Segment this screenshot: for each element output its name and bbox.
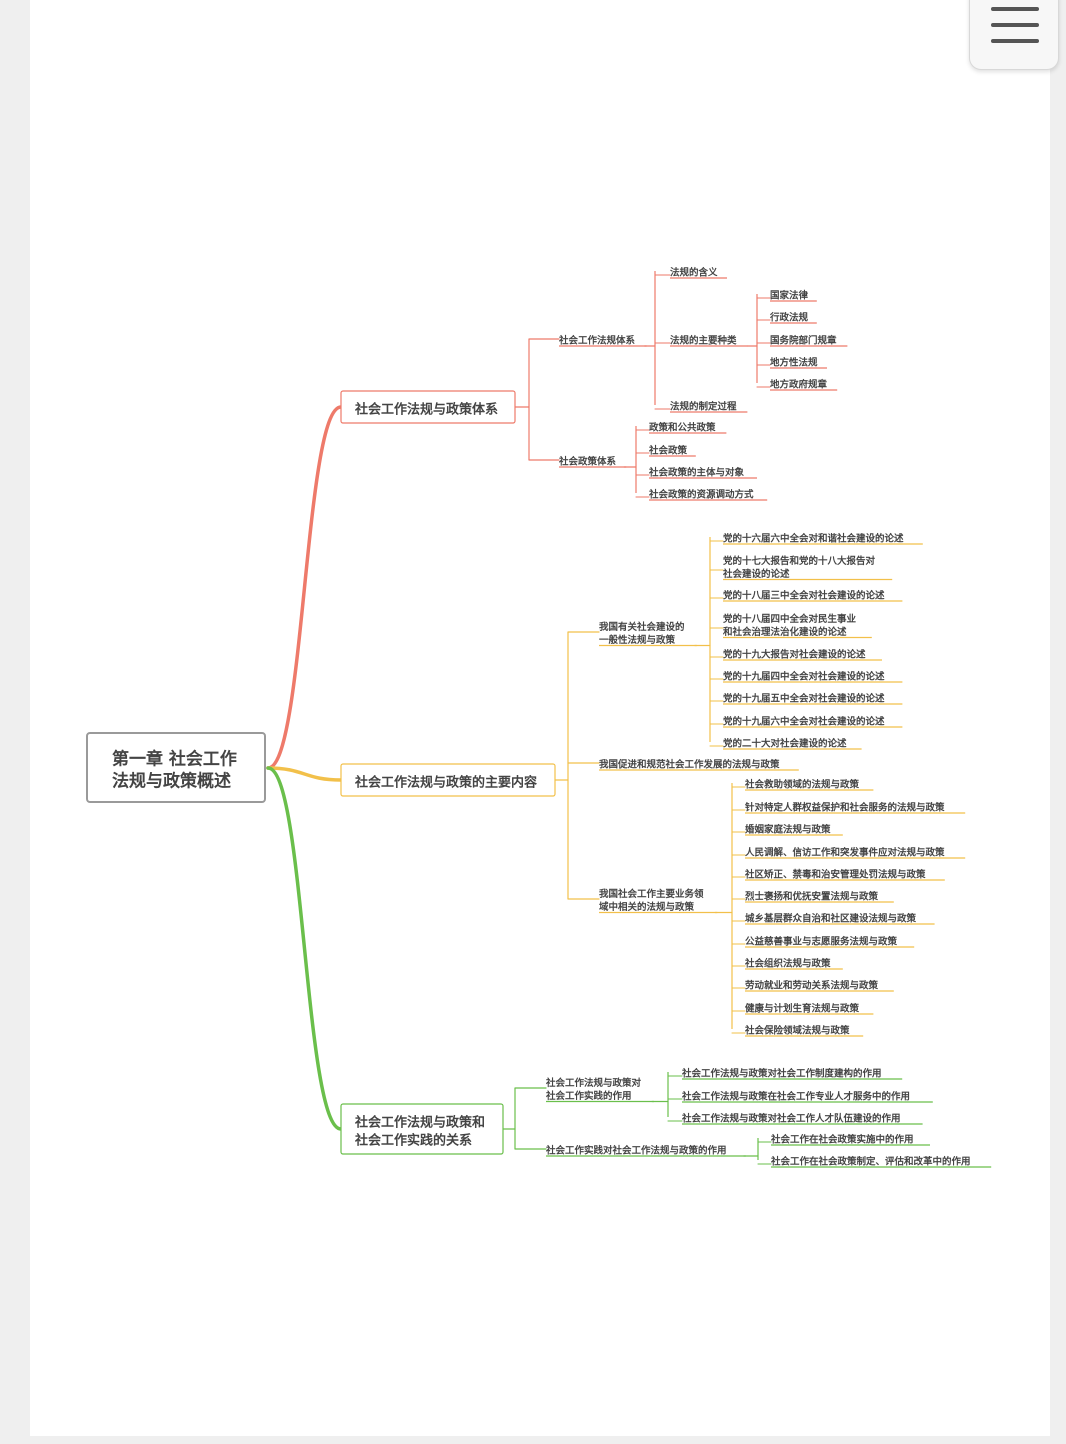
subtopic-label[interactable]: 公益慈善事业与志愿服务法规与政策	[745, 936, 898, 948]
subtopic-label[interactable]: 社会组织法规与政策	[744, 958, 831, 970]
root-to-branch-1-connector	[266, 405, 343, 770]
hamburger-menu-icon	[991, 7, 1039, 11]
leaf-label[interactable]: 国务院部门规章	[770, 335, 837, 347]
subtopic-label[interactable]: 社会工作法规与政策在社会工作专业人才服务中的作用	[681, 1091, 910, 1103]
root-to-branch-3-connector	[266, 766, 343, 1131]
hamburger-menu-icon-bar	[991, 39, 1039, 43]
leaf-label[interactable]: 行政法规	[769, 312, 809, 324]
branch-3-box[interactable]	[340, 1103, 504, 1155]
branch-1-label[interactable]: 社会工作法规与政策体系	[354, 401, 498, 417]
subtopic-label[interactable]: 法规的含义	[670, 267, 718, 279]
page-background	[30, 0, 1050, 1436]
branch-2-box[interactable]	[340, 763, 556, 797]
mind-map-connectors	[266, 271, 992, 1168]
subtopic-label[interactable]: 社会政策的资源调动方式	[648, 489, 754, 501]
subtopic-label[interactable]: 党的十八届三中全会对社会建设的论述	[723, 590, 885, 602]
leaf-label[interactable]: 国家法律	[770, 290, 809, 302]
subtopic-label[interactable]: 烈士褒扬和优抚安置法规与政策	[745, 891, 879, 903]
leaf-label[interactable]: 地方政府规章	[770, 379, 828, 391]
subtopic-label[interactable]: 社会保险领域法规与政策	[744, 1025, 850, 1037]
topic-label[interactable]: 我国促进和规范社会工作发展的法规与政策	[599, 759, 780, 771]
subtopic-label[interactable]: 婚姻家庭法规与政策	[744, 824, 831, 836]
subtopic-label[interactable]: 社区矫正、禁毒和治安管理处罚法规与政策	[744, 869, 926, 881]
topic-label[interactable]: 社会政策体系	[558, 456, 617, 468]
subtopic-label[interactable]: 党的十六届六中全会对和谐社会建设的论述	[723, 533, 904, 545]
subtopic-label[interactable]: 城乡基层群众自治和社区建设法规与政策	[745, 913, 917, 925]
hamburger-menu-icon-bar	[991, 23, 1039, 27]
subtopic-label[interactable]: 人民调解、信访工作和突发事件应对法规与政策	[745, 847, 945, 859]
menu-button[interactable]	[969, 0, 1059, 70]
subtopic-label[interactable]: 社会工作在社会政策制定、评估和改革中的作用	[770, 1156, 971, 1168]
topic-label[interactable]: 我国社会工作主要业务领域中相关的法规与政策	[599, 888, 704, 913]
subtopic-label[interactable]: 法规的主要种类	[670, 335, 737, 347]
leaf-label[interactable]: 地方性法规	[770, 357, 818, 369]
subtopic-label[interactable]: 社会工作法规与政策对社会工作人才队伍建设的作用	[681, 1113, 901, 1125]
subtopic-label[interactable]: 社会救助领域的法规与政策	[744, 779, 860, 791]
subtopic-label[interactable]: 党的十九届四中全会对社会建设的论述	[723, 671, 885, 683]
subtopic-label[interactable]: 针对特定人群权益保护和社会服务的法规与政策	[745, 802, 945, 814]
subtopic-label[interactable]: 党的十九届五中全会对社会建设的论述	[723, 693, 885, 705]
branch-2-label[interactable]: 社会工作法规与政策的主要内容	[354, 774, 537, 790]
branch-3-label[interactable]: 社会工作法规与政策和社会工作实践的关系	[354, 1114, 485, 1148]
branch-1-box[interactable]	[340, 390, 516, 424]
subtopic-label[interactable]: 社会政策的主体与对象	[648, 467, 745, 479]
subtopic-label[interactable]: 劳动就业和劳动关系法规与政策	[745, 980, 879, 992]
mind-map-nodes: 第一章 社会工作法规与政策概述 社会工作法规与政策体系社会工作法规与政策的主要内容…	[86, 267, 971, 1168]
topic-label[interactable]: 社会工作法规体系	[558, 335, 636, 347]
root-to-branch-2-connector	[266, 766, 343, 782]
subtopic-label[interactable]: 党的二十大对社会建设的论述	[723, 738, 847, 750]
subtopic-label[interactable]: 党的十八届四中全会对民生事业和社会治理法治化建设的论述	[722, 613, 857, 638]
topic-label[interactable]: 社会工作法规与政策对社会工作实践的作用	[545, 1077, 642, 1102]
subtopic-label[interactable]: 健康与计划生育法规与政策	[745, 1003, 860, 1015]
root-node-box[interactable]	[86, 732, 266, 803]
topic-label[interactable]: 我国有关社会建设的一般性法规与政策	[599, 621, 685, 646]
subtopic-label[interactable]: 党的十九大报告对社会建设的论述	[723, 649, 866, 661]
subtopic-label[interactable]: 社会政策	[648, 445, 688, 457]
subtopic-label[interactable]: 党的十九届六中全会对社会建设的论述	[723, 716, 885, 728]
subtopic-label[interactable]: 社会工作在社会政策实施中的作用	[770, 1134, 914, 1146]
topic-label[interactable]: 社会工作实践对社会工作法规与政策的作用	[545, 1145, 727, 1157]
root-node-label[interactable]: 第一章 社会工作法规与政策概述	[112, 749, 237, 792]
subtopic-label[interactable]: 党的十七大报告和党的十八大报告对社会建设的论述	[722, 555, 876, 580]
subtopic-label[interactable]: 法规的制定过程	[670, 401, 737, 413]
subtopic-label[interactable]: 政策和公共政策	[649, 422, 716, 434]
subtopic-label[interactable]: 社会工作法规与政策对社会工作制度建构的作用	[681, 1068, 882, 1080]
